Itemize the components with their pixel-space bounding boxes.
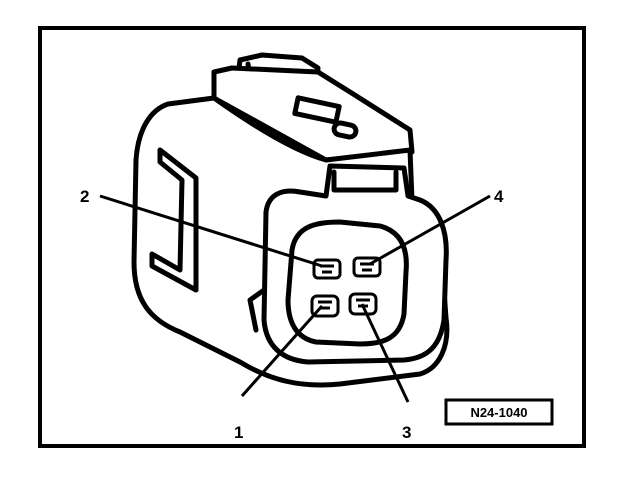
leader-line-1 — [240, 305, 324, 397]
diagram-border — [38, 26, 586, 448]
reference-code-box: N24-1040 — [444, 398, 554, 426]
callout-label-4: 4 — [494, 187, 504, 206]
leader-line-3 — [360, 303, 410, 403]
callout-label-2: 2 — [80, 187, 89, 206]
reference-code: N24-1040 — [470, 405, 527, 420]
pin-contact-2 — [312, 258, 342, 280]
side-clip — [149, 147, 199, 293]
leader-line-2 — [99, 194, 323, 268]
leader-line-4 — [369, 194, 491, 266]
callout-label-3: 3 — [402, 423, 411, 442]
callout-label-1: 1 — [234, 423, 243, 442]
leader-lines — [99, 194, 491, 403]
